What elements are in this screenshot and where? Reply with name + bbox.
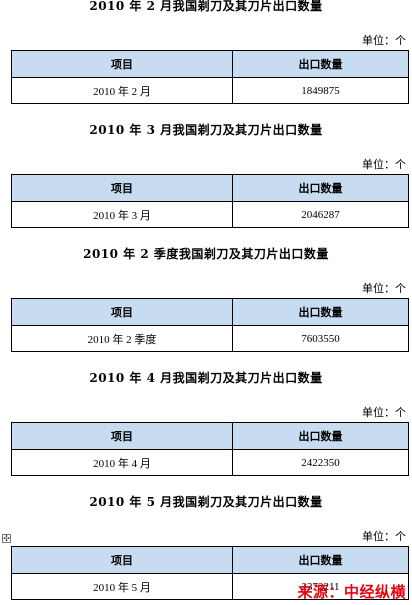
table-row: 2010 年 5 月 2372211 bbox=[11, 573, 409, 600]
table-header-row: 项目 出口数量 bbox=[11, 546, 409, 574]
data-table-2010-02: 项目 出口数量 2010 年 2 月 1849875 bbox=[11, 50, 409, 104]
column-header-item: 项目 bbox=[11, 174, 233, 202]
table-row: 2010 年 2 月 1849875 bbox=[11, 77, 409, 104]
unit-label: 单位：个 bbox=[362, 407, 406, 419]
data-table-2010-05: 项目 出口数量 2010 年 5 月 2372211 bbox=[11, 546, 409, 600]
data-table-2010-q2: 项目 出口数量 2010 年 2 季度 7603550 bbox=[11, 298, 409, 352]
value-cell: 2046287 bbox=[232, 201, 409, 228]
column-header-export-quantity: 出口数量 bbox=[232, 298, 409, 326]
column-header-item: 项目 bbox=[11, 50, 233, 78]
section-title-2010-05: 2010 年 5 月我国剃刀及其刀片出口数量 bbox=[89, 495, 323, 509]
item-cell: 2010 年 2 月 bbox=[11, 77, 233, 104]
table-header-row: 项目 出口数量 bbox=[11, 298, 409, 326]
table-row: 2010 年 4 月 2422350 bbox=[11, 449, 409, 476]
value-cell: 2372211 bbox=[232, 573, 409, 600]
table-header-row: 项目 出口数量 bbox=[11, 50, 409, 78]
column-header-item: 项目 bbox=[11, 546, 233, 574]
column-header-export-quantity: 出口数量 bbox=[232, 174, 409, 202]
table-header-row: 项目 出口数量 bbox=[11, 422, 409, 450]
value-cell: 2422350 bbox=[232, 449, 409, 476]
move-cross-icon[interactable]: ✣ bbox=[2, 534, 11, 543]
unit-label: 单位：个 bbox=[362, 531, 406, 543]
source-watermark: 来源：中经纵横 bbox=[297, 583, 406, 601]
section-title-2010-02: 2010 年 2 月我国剃刀及其刀片出口数量 bbox=[89, 0, 323, 13]
section-title-2010-04: 2010 年 4 月我国剃刀及其刀片出口数量 bbox=[89, 371, 323, 385]
unit-label: 单位：个 bbox=[362, 159, 406, 171]
column-header-item: 项目 bbox=[11, 298, 233, 326]
unit-label: 单位：个 bbox=[362, 35, 406, 47]
table-row: 2010 年 3 月 2046287 bbox=[11, 201, 409, 228]
value-cell: 1849875 bbox=[232, 77, 409, 104]
item-cell: 2010 年 3 月 bbox=[11, 201, 233, 228]
section-title-2010-q2: 2010 年 2 季度我国剃刀及其刀片出口数量 bbox=[83, 247, 329, 261]
table-header-row: 项目 出口数量 bbox=[11, 174, 409, 202]
data-table-2010-04: 项目 出口数量 2010 年 4 月 2422350 bbox=[11, 422, 409, 476]
unit-label: 单位：个 bbox=[362, 283, 406, 295]
column-header-export-quantity: 出口数量 bbox=[232, 546, 409, 574]
data-table-2010-03: 项目 出口数量 2010 年 3 月 2046287 bbox=[11, 174, 409, 228]
section-title-2010-03: 2010 年 3 月我国剃刀及其刀片出口数量 bbox=[89, 123, 323, 137]
table-row: 2010 年 2 季度 7603550 bbox=[11, 325, 409, 352]
item-cell: 2010 年 5 月 bbox=[11, 573, 233, 600]
item-cell: 2010 年 2 季度 bbox=[11, 325, 233, 352]
column-header-item: 项目 bbox=[11, 422, 233, 450]
item-cell: 2010 年 4 月 bbox=[11, 449, 233, 476]
column-header-export-quantity: 出口数量 bbox=[232, 50, 409, 78]
column-header-export-quantity: 出口数量 bbox=[232, 422, 409, 450]
value-cell: 7603550 bbox=[232, 325, 409, 352]
